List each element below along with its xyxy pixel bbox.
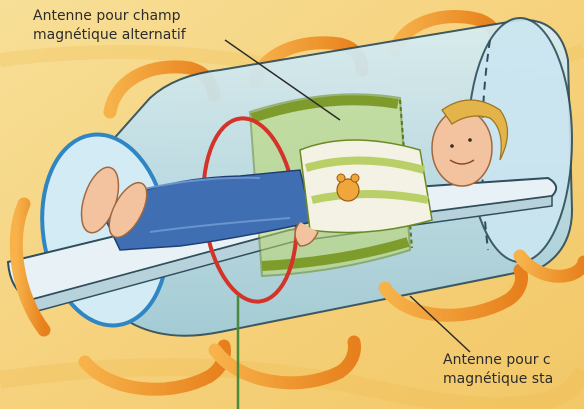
label-line-1: Antenne pour champ	[33, 7, 186, 26]
static-field-antenna-label: Antenne pour c magnétique sta	[443, 351, 553, 389]
label-line-1: Antenne pour c	[443, 351, 553, 370]
alternating-field-antenna-label: Antenne pour champ magnétique alternatif	[33, 7, 186, 45]
label-line-2: magnétique alternatif	[33, 26, 186, 45]
label-line-2: magnétique sta	[443, 370, 553, 389]
